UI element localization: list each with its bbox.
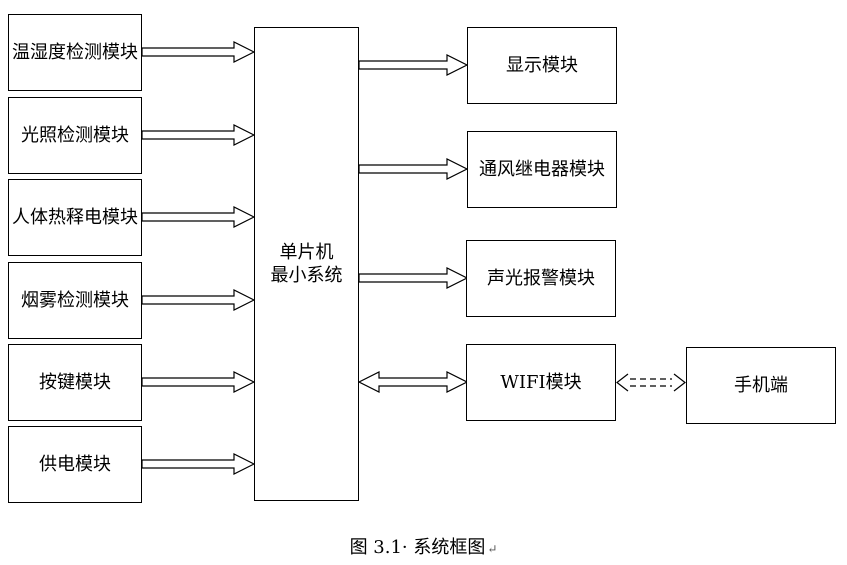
arrow-wifi-phone-wireless (616, 373, 686, 392)
mcu-label-line1: 单片机 (279, 241, 334, 263)
arrow-mcu-to-alarm (358, 267, 469, 289)
pir-module-box: 人体热释电模块 (8, 179, 142, 256)
arrow-pir-to-mcu (141, 206, 256, 228)
mcu-minimal-system-box: 单片机 最小系统 (254, 27, 359, 501)
arrow-smoke-to-mcu (141, 289, 256, 311)
arrow-mcu-to-display (358, 54, 469, 76)
keys-module-box: 按键模块 (8, 344, 142, 421)
display-module-box: 显示模块 (467, 27, 617, 104)
arrow-light-to-mcu (141, 124, 256, 146)
light-module-label: 光照检测模块 (21, 124, 129, 146)
wifi-module-box: WIFI模块 (466, 344, 616, 421)
temp-humidity-module-box: 温湿度检测模块 (8, 14, 142, 91)
arrow-temp-humidity-to-mcu (141, 41, 256, 63)
phone-label: 手机端 (734, 374, 788, 396)
arrow-keys-to-mcu (141, 371, 256, 393)
mcu-label-line2: 最小系统 (270, 265, 343, 286)
light-module-box: 光照检测模块 (8, 97, 142, 174)
figure-caption-text: 图 3.1· 系统框图 (349, 537, 486, 558)
paragraph-mark: ↵ (487, 542, 498, 556)
display-module-label: 显示模块 (506, 54, 578, 76)
phone-box: 手机端 (686, 347, 836, 424)
arrow-mcu-to-relay (358, 158, 469, 180)
power-module-label: 供电模块 (39, 453, 111, 475)
power-module-box: 供电模块 (8, 426, 142, 503)
alarm-module-box: 声光报警模块 (466, 240, 616, 317)
pir-module-label: 人体热释电模块 (12, 206, 138, 228)
alarm-module-label: 声光报警模块 (487, 267, 595, 289)
smoke-module-label: 烟雾检测模块 (21, 289, 129, 311)
wifi-module-label: WIFI模块 (500, 371, 582, 393)
temp-humidity-module-label: 温湿度检测模块 (12, 41, 138, 63)
relay-module-label: 通风继电器模块 (479, 158, 605, 180)
relay-module-box: 通风继电器模块 (467, 131, 617, 208)
figure-caption: 图 3.1· 系统框图↵ (0, 533, 847, 559)
arrow-mcu-wifi-bidirectional (357, 371, 469, 393)
keys-module-label: 按键模块 (39, 371, 111, 393)
smoke-module-box: 烟雾检测模块 (8, 262, 142, 339)
arrow-power-to-mcu (141, 453, 256, 475)
